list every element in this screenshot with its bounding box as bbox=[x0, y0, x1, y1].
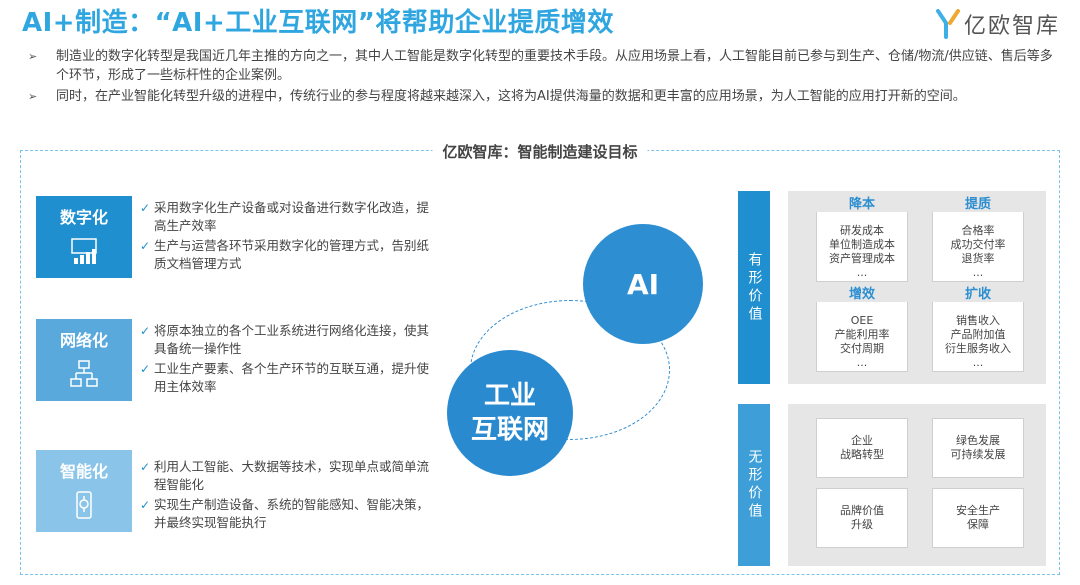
tangible-value-panel: 降本 研发成本 单位制造成本 资产管理成本 ... 提质 合格率 成功交付率 退… bbox=[788, 191, 1046, 384]
value-card-revenue: 扩收 销售收入 产品附加值 衍生服务收入 ... bbox=[932, 288, 1024, 372]
iot-label-line2: 互联网 bbox=[470, 415, 549, 445]
arrow-right-icon: ➢ bbox=[28, 90, 38, 103]
card-body: 研发成本 单位制造成本 资产管理成本 ... bbox=[829, 224, 895, 279]
arrow-right-icon: ➢ bbox=[28, 50, 38, 63]
check-icon: ✓ bbox=[140, 239, 151, 253]
card-title: 提质 bbox=[932, 198, 1024, 212]
tangible-value-label: 有形价值 bbox=[738, 191, 770, 384]
ai-circle: AI bbox=[583, 224, 703, 344]
value-card-efficiency: 增效 OEE 产能利用率 交付周期 ... bbox=[816, 288, 908, 372]
check-icon: ✓ bbox=[140, 362, 151, 376]
bar-chart-icon bbox=[69, 236, 99, 270]
card-body: 绿色发展 可持续发展 bbox=[950, 434, 1006, 461]
stage-label: 智能化 bbox=[59, 462, 108, 481]
stage-intelligence-desc: ✓利用人工智能、大数据等技术，实现单点或简单流程智能化 ✓实现生产制造设备、系统… bbox=[140, 458, 430, 534]
card-body: OEE 产能利用率 交付周期 ... bbox=[834, 314, 890, 369]
intangible-value-panel: 企业 战略转型 绿色发展 可持续发展 品牌价值 升级 安全生产 保障 bbox=[788, 404, 1046, 566]
stage-digitalization-desc: ✓采用数字化生产设备或对设备进行数字化改造，提高生产效率 ✓生产与运营各环节采用… bbox=[140, 199, 430, 275]
page-title: AI+制造：“AI+工业互联网”将帮助企业提质增效 bbox=[22, 8, 614, 38]
value-card-brand: 品牌价值 升级 bbox=[816, 488, 908, 548]
diagram-title: 亿欧智库：智能制造建设目标 bbox=[432, 141, 648, 162]
stage-label: 数字化 bbox=[59, 208, 108, 227]
stage-point: ✓生产与运营各环节采用数字化的管理方式，告别纸质文档管理方式 bbox=[140, 238, 430, 271]
stage-point: ✓利用人工智能、大数据等技术，实现单点或简单流程智能化 bbox=[140, 459, 430, 492]
stage-networking-tile: 网络化 bbox=[36, 319, 132, 401]
stage-digitalization-tile: 数字化 bbox=[36, 196, 132, 278]
card-body: 品牌价值 升级 bbox=[840, 504, 884, 531]
diagram-frame: 亿欧智库：智能制造建设目标 bbox=[20, 141, 1060, 575]
value-card-cost: 降本 研发成本 单位制造成本 资产管理成本 ... bbox=[816, 198, 908, 282]
value-card-green: 绿色发展 可持续发展 bbox=[932, 418, 1024, 478]
value-card-quality: 提质 合格率 成功交付率 退货率 ... bbox=[932, 198, 1024, 282]
card-body: 销售收入 产品附加值 衍生服务收入 ... bbox=[945, 314, 1011, 369]
card-body: 合格率 成功交付率 退货率 ... bbox=[950, 224, 1006, 279]
intro-bullet-1: ➢ 制造业的数字化转型是我国近几年主推的方向之一，其中人工智能是数字化转型的重要… bbox=[28, 47, 1058, 85]
iot-label-line1: 工业 bbox=[483, 381, 536, 411]
card-body: 企业 战略转型 bbox=[840, 434, 884, 461]
intangible-value-label: 无形价值 bbox=[738, 404, 770, 566]
ai-label: AI bbox=[626, 267, 660, 301]
value-card-strategy: 企业 战略转型 bbox=[816, 418, 908, 478]
check-icon: ✓ bbox=[140, 201, 151, 215]
check-icon: ✓ bbox=[140, 498, 151, 512]
card-body: 安全生产 保障 bbox=[956, 504, 1000, 531]
stage-point: ✓将原本独立的各个工业系统进行网络化连接，使其具备统一操作性 bbox=[140, 323, 430, 356]
stage-point: ✓采用数字化生产设备或对设备进行数字化改造，提高生产效率 bbox=[140, 200, 430, 233]
intro-bullet-text: 制造业的数字化转型是我国近几年主推的方向之一，其中人工智能是数字化转型的重要技术… bbox=[56, 49, 1053, 83]
card-title: 增效 bbox=[816, 288, 908, 302]
stage-point: ✓工业生产要素、各个生产环节的互联互通，提升使用主体效率 bbox=[140, 361, 430, 394]
stage-point: ✓实现生产制造设备、系统的智能感知、智能决策，并最终实现智能执行 bbox=[140, 497, 430, 530]
stage-networking-desc: ✓将原本独立的各个工业系统进行网络化连接，使其具备统一操作性 ✓工业生产要素、各… bbox=[140, 322, 430, 398]
check-icon: ✓ bbox=[140, 460, 151, 474]
logo-text: 亿欧智库 bbox=[963, 14, 1060, 39]
network-icon bbox=[69, 359, 99, 393]
card-title: 降本 bbox=[816, 198, 908, 212]
stage-intelligence-tile: 智能化 bbox=[36, 450, 132, 532]
card-title: 扩收 bbox=[932, 288, 1024, 302]
stage-label: 网络化 bbox=[59, 331, 108, 350]
intro-bullet-2: ➢ 同时，在产业智能化转型升级的进程中，传统行业的参与程度将越来越深入，这将为A… bbox=[28, 87, 1058, 106]
value-card-safety: 安全生产 保障 bbox=[932, 488, 1024, 548]
logo-mark-icon bbox=[935, 9, 960, 39]
intro-bullets: ➢ 制造业的数字化转型是我国近几年主推的方向之一，其中人工智能是数字化转型的重要… bbox=[28, 47, 1058, 108]
mobile-smart-icon bbox=[69, 490, 99, 524]
industrial-internet-circle: 工业 互联网 bbox=[447, 350, 573, 476]
intro-bullet-text: 同时，在产业智能化转型升级的进程中，传统行业的参与程度将越来越深入，这将为AI提… bbox=[56, 89, 966, 104]
check-icon: ✓ bbox=[140, 324, 151, 338]
brand-logo: 亿欧智库 bbox=[935, 8, 1060, 40]
